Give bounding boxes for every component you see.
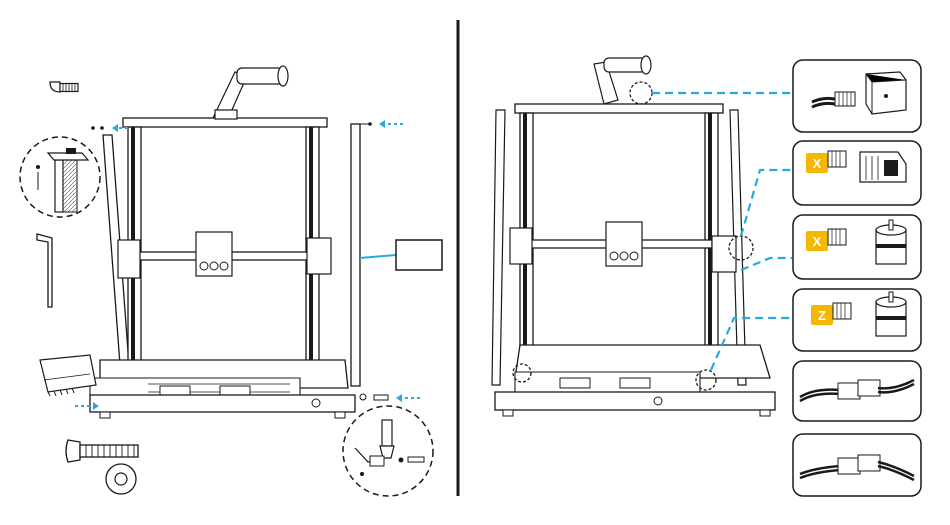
callout-box-3: X [793, 215, 921, 279]
detector-icon [866, 72, 906, 114]
washer-icon [106, 464, 136, 494]
tag-z-letter: Z [818, 308, 826, 323]
printer-frame-right [492, 56, 775, 416]
callout-box-4: Z [793, 289, 921, 351]
detail-callout-bottom-right [343, 406, 433, 496]
callout-box-5 [793, 361, 921, 421]
right-panel: X X Z [492, 56, 921, 496]
rod-right [351, 122, 372, 386]
bolt-icon [66, 440, 138, 462]
stepper-motor-icon [876, 220, 906, 264]
hex-key-icon [37, 234, 52, 307]
detail-callout-top-left [20, 137, 100, 217]
screw-icon [50, 82, 78, 92]
callout-box-1 [793, 60, 921, 132]
stepper-motor-icon-z [876, 292, 906, 336]
tag-x-2-letter: X [813, 234, 822, 249]
callout-box-2: X [793, 141, 921, 205]
switch-icon [860, 152, 906, 182]
left-panel [20, 66, 442, 496]
label-box [360, 240, 442, 270]
printer-frame-icon [40, 66, 355, 418]
tag-x-1-letter: X [813, 156, 822, 171]
callout-lines [652, 93, 792, 370]
callout-box-6 [793, 434, 921, 496]
